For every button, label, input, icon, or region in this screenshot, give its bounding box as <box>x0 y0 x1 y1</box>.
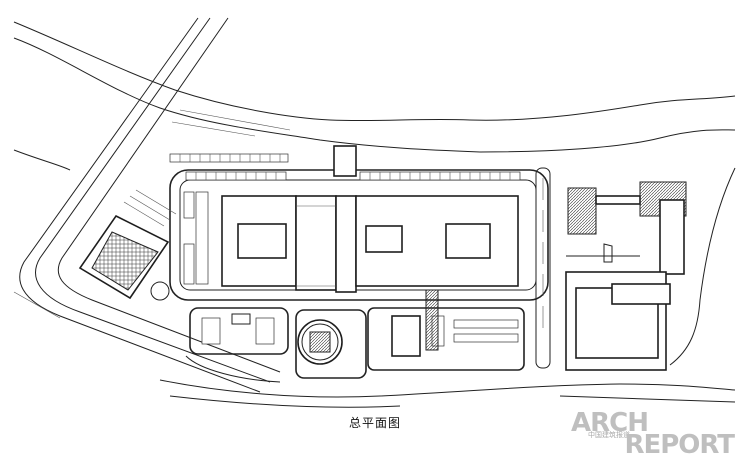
diagonal-road <box>13 17 281 393</box>
bottom-road <box>159 167 736 408</box>
west-parking <box>150 191 209 301</box>
east-road <box>535 167 551 369</box>
west-pavilion <box>78 189 177 300</box>
southwest-block <box>185 307 289 383</box>
east-complex <box>565 181 687 371</box>
watermark-line2: REPORT <box>624 430 735 460</box>
archreport-watermark: ARCH 中国建筑报道 REPORT <box>571 408 735 460</box>
auditorium-block <box>295 309 367 379</box>
parking-top <box>169 153 521 181</box>
river-contours <box>13 21 736 171</box>
main-building <box>221 195 519 293</box>
entrance-plaza <box>333 145 357 177</box>
watermark-subtitle: 中国建筑报道 <box>588 431 630 439</box>
watermark-line1: ARCH <box>571 408 649 438</box>
plan-caption: 总平面图 <box>348 416 401 430</box>
south-buildings <box>367 289 525 371</box>
